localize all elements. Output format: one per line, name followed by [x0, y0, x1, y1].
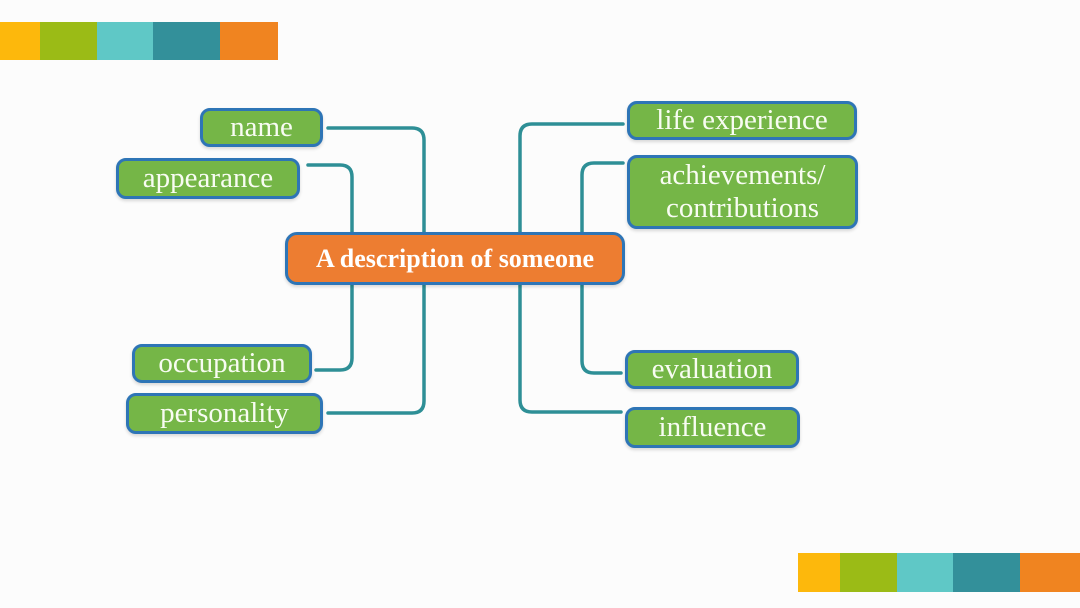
decor-segment-dark-teal: [153, 22, 220, 60]
node-evaluation: evaluation: [625, 350, 799, 389]
node-influence-label: influence: [658, 410, 767, 443]
decor-segment-orange: [220, 22, 278, 60]
node-achievements-label: achievements/ contributions: [659, 158, 826, 224]
node-personality-label: personality: [160, 396, 289, 429]
decor-segment-light-teal: [97, 22, 153, 60]
decor-segment-green: [40, 22, 97, 60]
node-name-label: name: [230, 110, 293, 143]
node-appearance-label: appearance: [142, 161, 274, 194]
decor-segment-dark-teal: [953, 553, 1020, 592]
node-achievements-contributions: achievements/ contributions: [627, 155, 858, 229]
node-occupation-label: occupation: [158, 346, 286, 379]
node-influence: influence: [625, 407, 800, 448]
node-occupation: occupation: [132, 344, 312, 383]
decor-color-bar-bottom: [798, 553, 1080, 592]
node-appearance: appearance: [116, 158, 300, 199]
node-life-experience: life experience: [627, 101, 857, 140]
central-topic-label: A description of someone: [315, 243, 595, 273]
node-evaluation-label: evaluation: [651, 352, 773, 385]
node-life-experience-label: life experience: [656, 103, 828, 136]
node-name: name: [200, 108, 323, 147]
decor-segment-green: [840, 553, 897, 592]
decor-color-bar-top: [0, 22, 278, 60]
central-topic: A description of someone: [285, 232, 625, 285]
node-personality: personality: [126, 393, 323, 434]
decor-segment-light-teal: [897, 553, 953, 592]
decor-segment-gold: [798, 553, 840, 592]
decor-segment-orange: [1020, 553, 1080, 592]
decor-segment-gold: [0, 22, 40, 60]
